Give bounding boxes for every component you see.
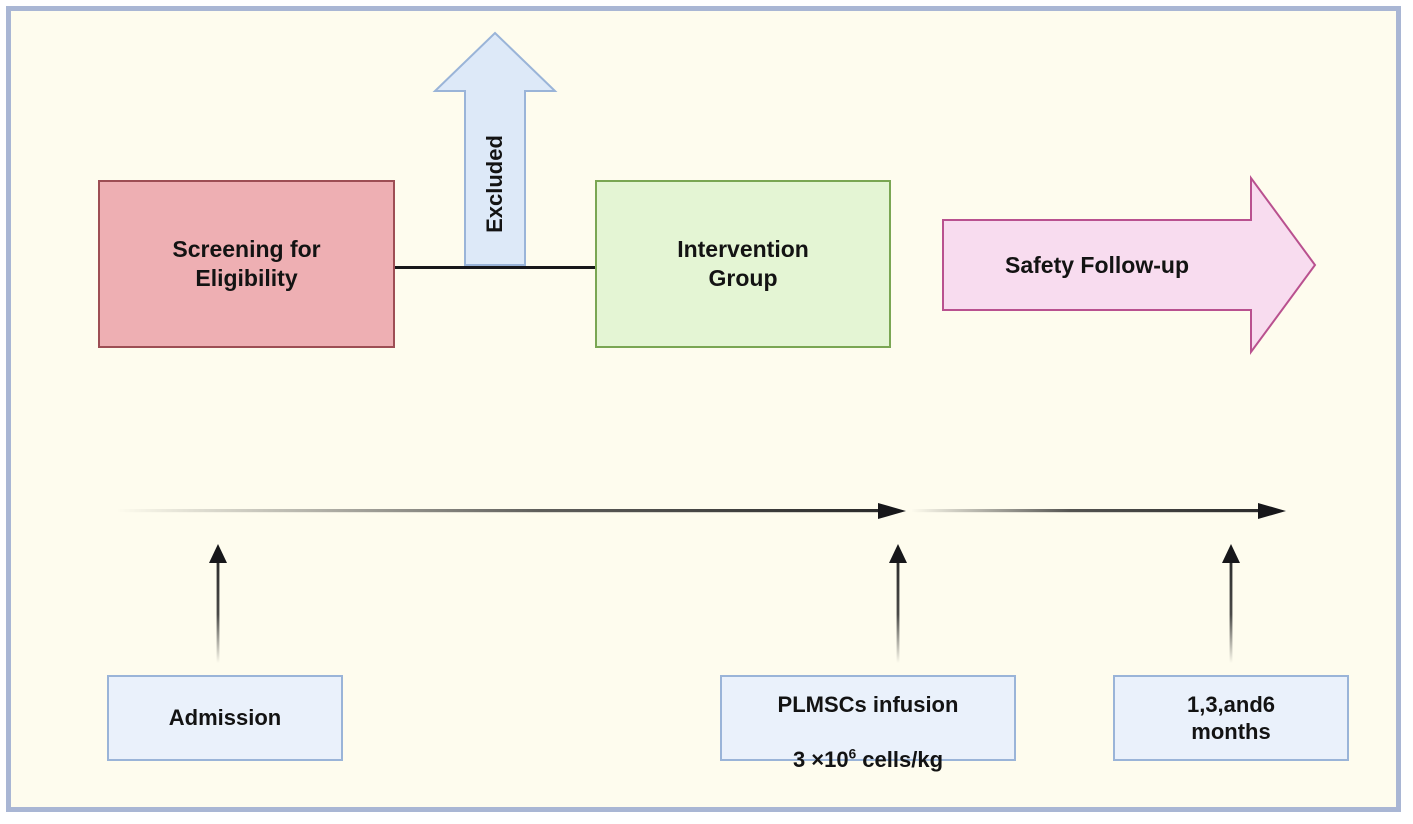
excluded-arrow-label: Excluded [482,135,507,233]
screening-for-eligibility-label: Screening for Eligibility [172,236,321,291]
excluded-arrow-label-wrap: Excluded [431,109,559,259]
diagram-canvas: Excluded Screening for Eligibility Inter… [11,11,1396,807]
figure-frame: Excluded Screening for Eligibility Inter… [6,6,1401,812]
safety-followup-arrow: Safety Follow-up [939,174,1319,356]
excluded-arrow: Excluded [431,29,559,269]
event-label-infusion-dose-suffix: cells/kg [856,746,944,772]
event-label-infusion-dose-exponent: 6 [848,746,857,762]
event-label-infusion-line1: PLMSCs infusion [777,691,959,717]
intervention-group-label: Intervention Group [677,236,809,291]
tick-arrow-followup [1220,543,1242,663]
screening-for-eligibility-box: Screening for Eligibility [98,180,395,348]
timeline-arrow-segment-2 [911,500,1286,522]
timeline-arrow-segment-1 [116,500,906,522]
tick-arrow-infusion [887,543,909,663]
event-label-admission: Admission [168,705,282,731]
intervention-group-box: Intervention Group [595,180,891,348]
event-box-admission: Admission [107,675,343,761]
event-box-infusion: PLMSCs infusion 3 ×106 cells/kg [720,675,1016,772]
tick-arrow-admission [207,543,229,663]
event-label-infusion-dose-prefix: 3 ×10 [792,746,849,772]
screening-to-intervention-connector [395,266,595,269]
safety-followup-label: Safety Follow-up [1005,251,1189,278]
event-label-infusion: PLMSCs infusion 3 ×106 cells/kg [778,663,959,773]
event-label-followup: 1,3,and6 months [1186,691,1276,745]
event-box-followup: 1,3,and6 months [1113,675,1349,761]
